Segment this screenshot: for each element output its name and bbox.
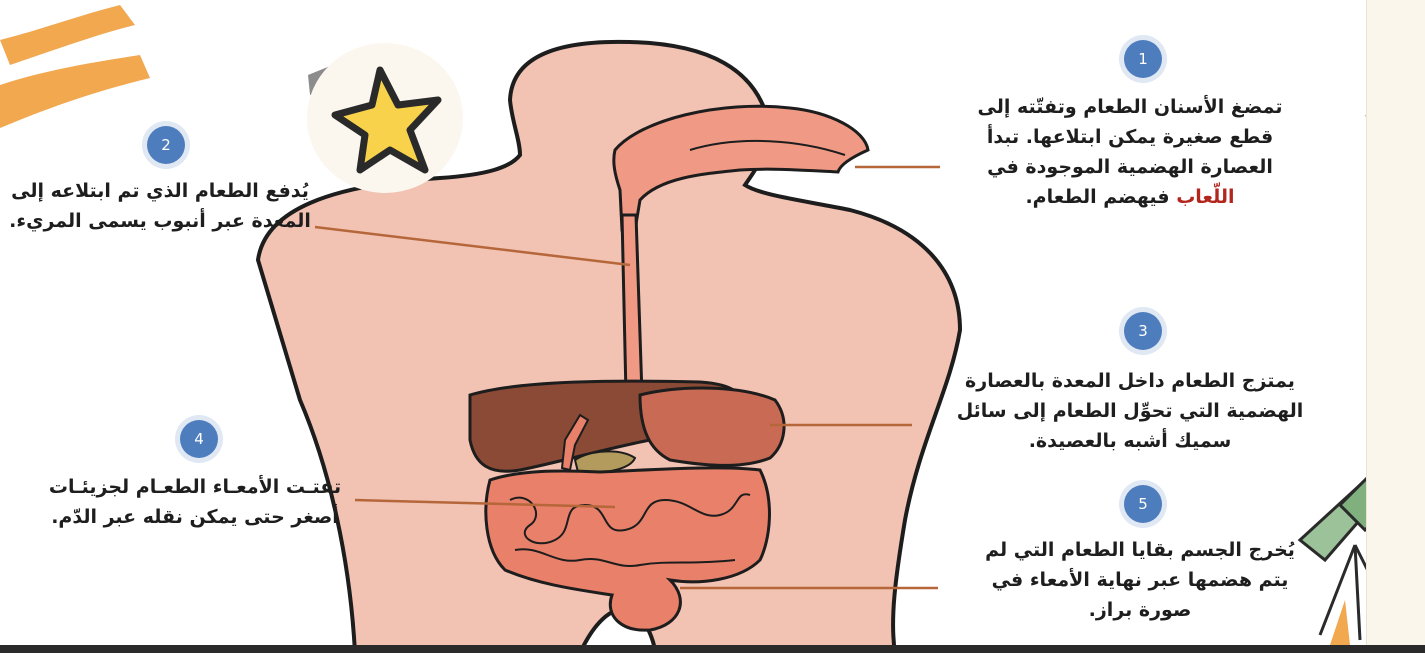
saliva-highlight: اللّعاب (1176, 186, 1234, 208)
step-badge-5: 5 (1124, 485, 1162, 523)
step-caption-2: يُدفع الطعام الذي تم ابتلاعه إلى المعدة … (5, 176, 315, 236)
brush-stroke-decoration (0, 5, 150, 128)
step-caption-4: تفتـت الأمعـاء الطعـام لجزيئـات أصغر حتى… (25, 472, 365, 532)
step-badge-2: 2 (147, 126, 185, 164)
stomach-organ (640, 388, 784, 465)
step-caption-5: يُخرج الجسم بقايا الطعام التي لم يتم هضم… (975, 535, 1305, 625)
step-caption-3: يمتزج الطعام داخل المعدة بالعصارة الهضمي… (935, 366, 1325, 456)
right-side-panel (1366, 0, 1425, 653)
step-badge-4: 4 (180, 420, 218, 458)
step-caption-1: تمضغ الأسنان الطعام وتفتّته إلى قطع صغير… (955, 92, 1305, 212)
step-badge-3: 3 (1124, 312, 1162, 350)
star-sticker-icon (307, 43, 463, 193)
step-1-text: تمضغ الأسنان الطعام وتفتّته إلى قطع صغير… (978, 96, 1283, 178)
bottom-bar (0, 645, 1425, 653)
step-badge-1: 1 (1124, 40, 1162, 78)
step-1-text-end: فيهضم الطعام. (1025, 186, 1176, 208)
